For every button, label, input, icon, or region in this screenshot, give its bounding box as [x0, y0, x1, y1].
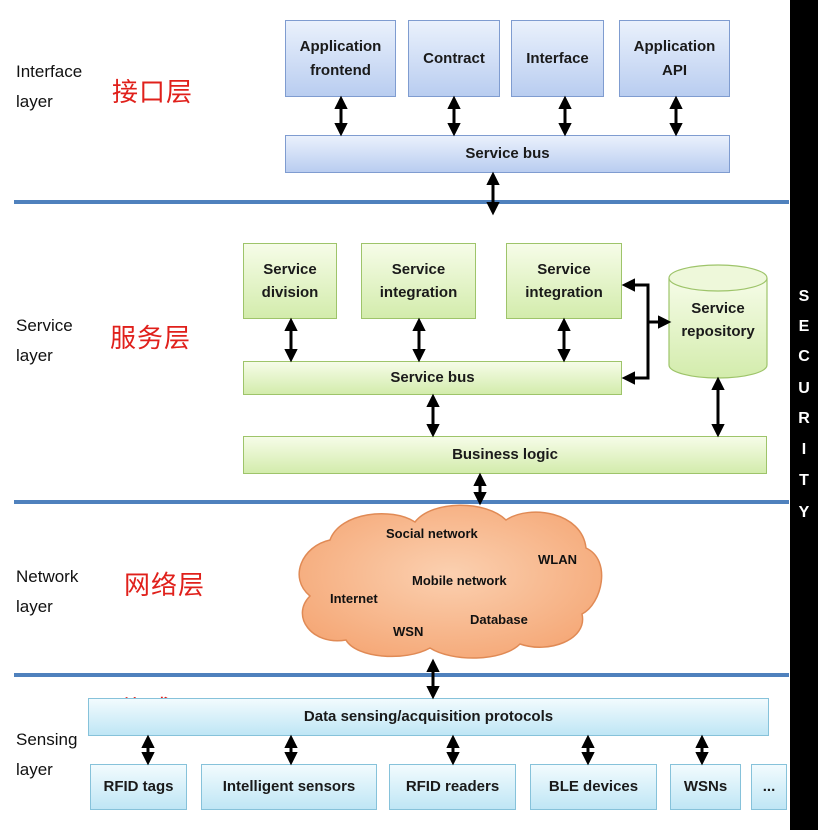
intelligent-sensors-box: Intelligent sensors [201, 764, 377, 810]
business-logic-bar: Business logic [243, 436, 767, 474]
more-devices-box: ... [751, 764, 787, 810]
service-layer-label: Service layer [16, 316, 73, 365]
rfid-tags-box: RFID tags [90, 764, 187, 810]
interface-service-bus: Service bus [285, 135, 730, 173]
security-letter: R [798, 410, 810, 427]
repository-connector-arrow [621, 278, 650, 385]
network-cloud [298, 504, 603, 659]
cloud-item-database: Database [470, 612, 528, 627]
cloud-item-wsn: WSN [393, 624, 424, 639]
security-letter: Y [798, 504, 810, 521]
security-letter: I [801, 441, 807, 458]
cloud-item-social-network: Social network [386, 526, 478, 541]
security-letter: T [799, 472, 809, 489]
cloud-item-wlan: WLAN [538, 552, 577, 567]
service-division-box: Service division [243, 243, 337, 319]
sensing-layer-label: Sensing layer [16, 730, 78, 779]
layer-separator [14, 200, 789, 204]
service-repository-cylinder [668, 264, 768, 379]
security-letter: E [798, 318, 810, 335]
service-integration-box: Service integration [361, 243, 476, 319]
contract-box: Contract [408, 20, 500, 97]
network-layer-label: Network layer [16, 567, 79, 616]
security-letter: C [798, 348, 810, 365]
service-integration-box: Service integration [506, 243, 622, 319]
service-layer-bus: Service bus [243, 361, 622, 395]
security-bar [790, 0, 818, 830]
security-letter: U [798, 380, 810, 397]
service-repository-label: Service repository [681, 299, 755, 340]
service-layer-label-cn: 服务层 [110, 324, 192, 354]
rfid-readers-box: RFID readers [389, 764, 516, 810]
security-letter: S [798, 288, 810, 305]
connector-arrows [141, 95, 725, 766]
interface-layer-label: Interface layer [16, 62, 83, 111]
network-layer-label-cn: 网络层 [124, 571, 206, 601]
application-api-box: Application API [619, 20, 730, 97]
layer-separator [14, 673, 789, 677]
cloud-item-internet: Internet [330, 591, 378, 606]
layer-separator [14, 500, 789, 504]
interface-layer-label-cn: 接口层 [112, 78, 194, 108]
cloud-item-mobile-network: Mobile network [412, 573, 507, 588]
application-frontend-box: Application frontend [285, 20, 396, 97]
interface-box: Interface [511, 20, 604, 97]
